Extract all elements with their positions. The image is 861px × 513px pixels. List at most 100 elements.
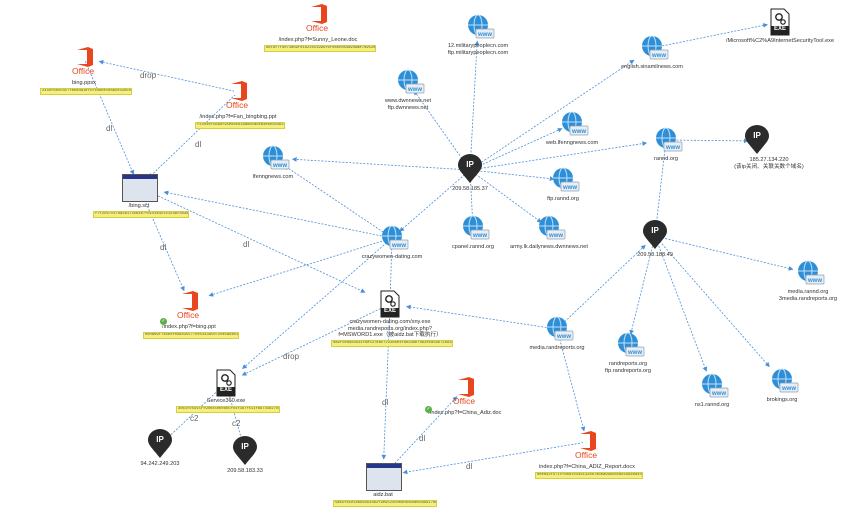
edge-fan_ppt-bing_sct: [148, 91, 239, 179]
edge-bing_sct-bing_ppt: [138, 186, 185, 292]
brokings-label: brokings.org: [766, 397, 798, 403]
media_rand-globe-icon[interactable]: www: [545, 315, 575, 348]
china_docx-hash: 0ee6d2f971cf8b810449132887a0ba9986bcad16…: [535, 471, 643, 479]
service360-exe-icon[interactable]: EXE: [216, 369, 236, 397]
ip_94-ip-pin-icon[interactable]: IP: [147, 429, 173, 459]
edge-ip_main-dwnnews: [413, 90, 471, 171]
edge-label-dl-sct2: dl: [243, 240, 250, 249]
ftp_rannd-label: ftp.rannd.org: [547, 196, 579, 202]
china_doc-office-icon[interactable]: [456, 376, 480, 402]
ip_183-ip-pin-icon[interactable]: IP: [232, 436, 258, 466]
fan_ppt-label: /index.php?f=Fan_bingbing.ppt: [199, 114, 277, 120]
bing_ppt-office-text: Office: [177, 310, 200, 320]
edge-ip_main-army: [469, 169, 542, 223]
china_doc-office-text: Office: [453, 396, 476, 406]
sunny_doc-office-icon[interactable]: [309, 3, 333, 29]
edge-label-dl-docx: dl: [466, 462, 473, 471]
svg-text:www: www: [781, 386, 796, 392]
edge-label-dl-fan: dl: [195, 140, 202, 149]
fan_ppt-office-icon[interactable]: [229, 80, 253, 106]
rannd-globe-icon[interactable]: www: [654, 126, 684, 159]
edge-label-dl-exe: dl: [382, 398, 389, 407]
edge-crazywomen-sny_exe: [387, 237, 393, 299]
military-globe-icon[interactable]: www: [466, 13, 496, 46]
edge-ip_main-military: [469, 40, 480, 171]
dwnnews-globe-icon[interactable]: www: [396, 68, 426, 101]
lfenngnews-label: lfenngnews.com: [252, 174, 294, 180]
sny_exe-hash: d89f5e89d4831f9e537eac723466e4f6b2d9b7d6…: [331, 339, 453, 347]
cpanel-label: cpanel.rannd.org: [452, 244, 494, 250]
check-icon: ✓: [425, 406, 432, 413]
sny_exe-sublabel2: f=MSWORD1.exe（被aidz.bat下载执行）: [338, 332, 442, 338]
edge-ip_188-ns1_rannd: [654, 235, 708, 372]
edge-label-drop-service: drop: [283, 352, 300, 361]
edge-fan_ppt-bing_ppsx: [98, 59, 239, 93]
bing_sct-hash: f7f2c67c47ba2b174cb4e7f01c4e4c1c1c46f303…: [93, 210, 189, 218]
ip_94-label: 94.242.249.203: [140, 461, 180, 467]
randreports-label: randreports.org: [608, 361, 648, 367]
lfenngnews-globe-icon[interactable]: www: [261, 144, 291, 177]
svg-text:www: www: [477, 32, 492, 38]
edge-crazywomen-lfenngnews: [284, 165, 393, 239]
edge-label-dl-sct: dl: [160, 243, 167, 252]
service360-label: Service360.exe: [206, 398, 246, 404]
edge-ip_188-brokings: [654, 235, 770, 368]
ip_185-ip-pin-icon[interactable]: IP: [744, 125, 770, 155]
randreports-globe-icon[interactable]: www: [616, 331, 646, 364]
crazywomen-label: crazywomen-dating.com: [361, 254, 423, 260]
svg-text:www: www: [472, 233, 487, 239]
bing_ppsx-office-text: Office: [72, 66, 95, 76]
exe-icon-text: EXE: [773, 26, 786, 32]
edge-media_rand-sny_exe: [405, 304, 558, 330]
edge-ip_main-web_lfenng: [469, 128, 563, 171]
edge-media_rand-ip_188: [556, 244, 646, 330]
web_lfenng-globe-icon[interactable]: www: [560, 110, 590, 143]
media_rannd-label: media.rannd.org: [787, 289, 829, 295]
web_lfenng-label: web.lfenngnews.com: [545, 140, 599, 146]
edge-ip_main-ftp_rannd: [469, 169, 555, 181]
english_sina-globe-icon[interactable]: www: [640, 34, 670, 67]
edge-aidz_bat-china_doc: [382, 396, 458, 477]
ip-icon-text: IP: [241, 442, 249, 451]
check-icon: ✓: [160, 318, 167, 325]
edge-sny_exe-service360: [241, 303, 391, 376]
edge-bing_sct-sny_exe: [138, 186, 366, 293]
crazywomen-globe-icon[interactable]: www: [380, 224, 410, 257]
ip_188-ip-pin-icon[interactable]: IP: [642, 220, 668, 250]
sny_exe-label: crazywomen-dating.com/sny.exe: [349, 319, 431, 325]
army-globe-icon[interactable]: www: [537, 214, 567, 247]
randreports-sublabel: ftp.randreports.org: [604, 367, 652, 374]
china_docx-office-text: Office: [575, 450, 598, 460]
exe_ms-exe-icon[interactable]: EXE: [770, 8, 790, 36]
exe-icon-text: EXE: [383, 308, 396, 314]
bing_sct-label: /bing.sct: [128, 203, 150, 209]
svg-text:www: www: [651, 53, 666, 59]
edge-label-c2-b: c2: [232, 419, 241, 428]
bing_ppsx-office-icon[interactable]: [75, 46, 99, 72]
bing_ppt-office-icon[interactable]: [180, 290, 204, 316]
ip-icon-text: IP: [156, 435, 164, 444]
edge-ip_main-crazywomen: [399, 169, 471, 232]
brokings-globe-icon[interactable]: www: [770, 367, 800, 400]
ip_main-ip-pin-icon[interactable]: IP: [457, 154, 483, 184]
english_sina-label: english.sinamilnews.com: [621, 64, 683, 70]
ip-icon-text: IP: [466, 160, 474, 169]
svg-text:www: www: [562, 185, 577, 191]
cpanel-globe-icon[interactable]: www: [461, 214, 491, 247]
window-title-bar: [367, 464, 401, 468]
aidz_bat-script-window-icon[interactable]: [366, 463, 402, 491]
exe_ms-label: /Microsoft%C2%A9InternetSecurityTool.exe: [725, 38, 835, 44]
edge-service360-ip_94: [166, 382, 227, 440]
ftp_rannd-globe-icon[interactable]: www: [551, 166, 581, 199]
china_docx-office-icon[interactable]: [578, 430, 602, 456]
edge-label-c2-a: c2: [190, 414, 199, 423]
dwnnews-label: www.dwnnews.net: [384, 98, 431, 104]
bing_sct-script-window-icon[interactable]: [122, 174, 158, 202]
ns1_rannd-globe-icon[interactable]: www: [700, 372, 730, 405]
edge-crazywomen-bing_ppt: [208, 237, 393, 297]
sunny_doc-hash: 88f9f7fd073ad9f01623551999f6f086c08499d8…: [264, 44, 376, 52]
sny_exe-exe-icon[interactable]: EXE: [380, 290, 400, 318]
svg-text:www: www: [807, 278, 822, 284]
media_rannd-globe-icon[interactable]: www: [796, 259, 826, 292]
dwnnews-sublabel: ftp.dwnnews.net: [387, 104, 429, 111]
